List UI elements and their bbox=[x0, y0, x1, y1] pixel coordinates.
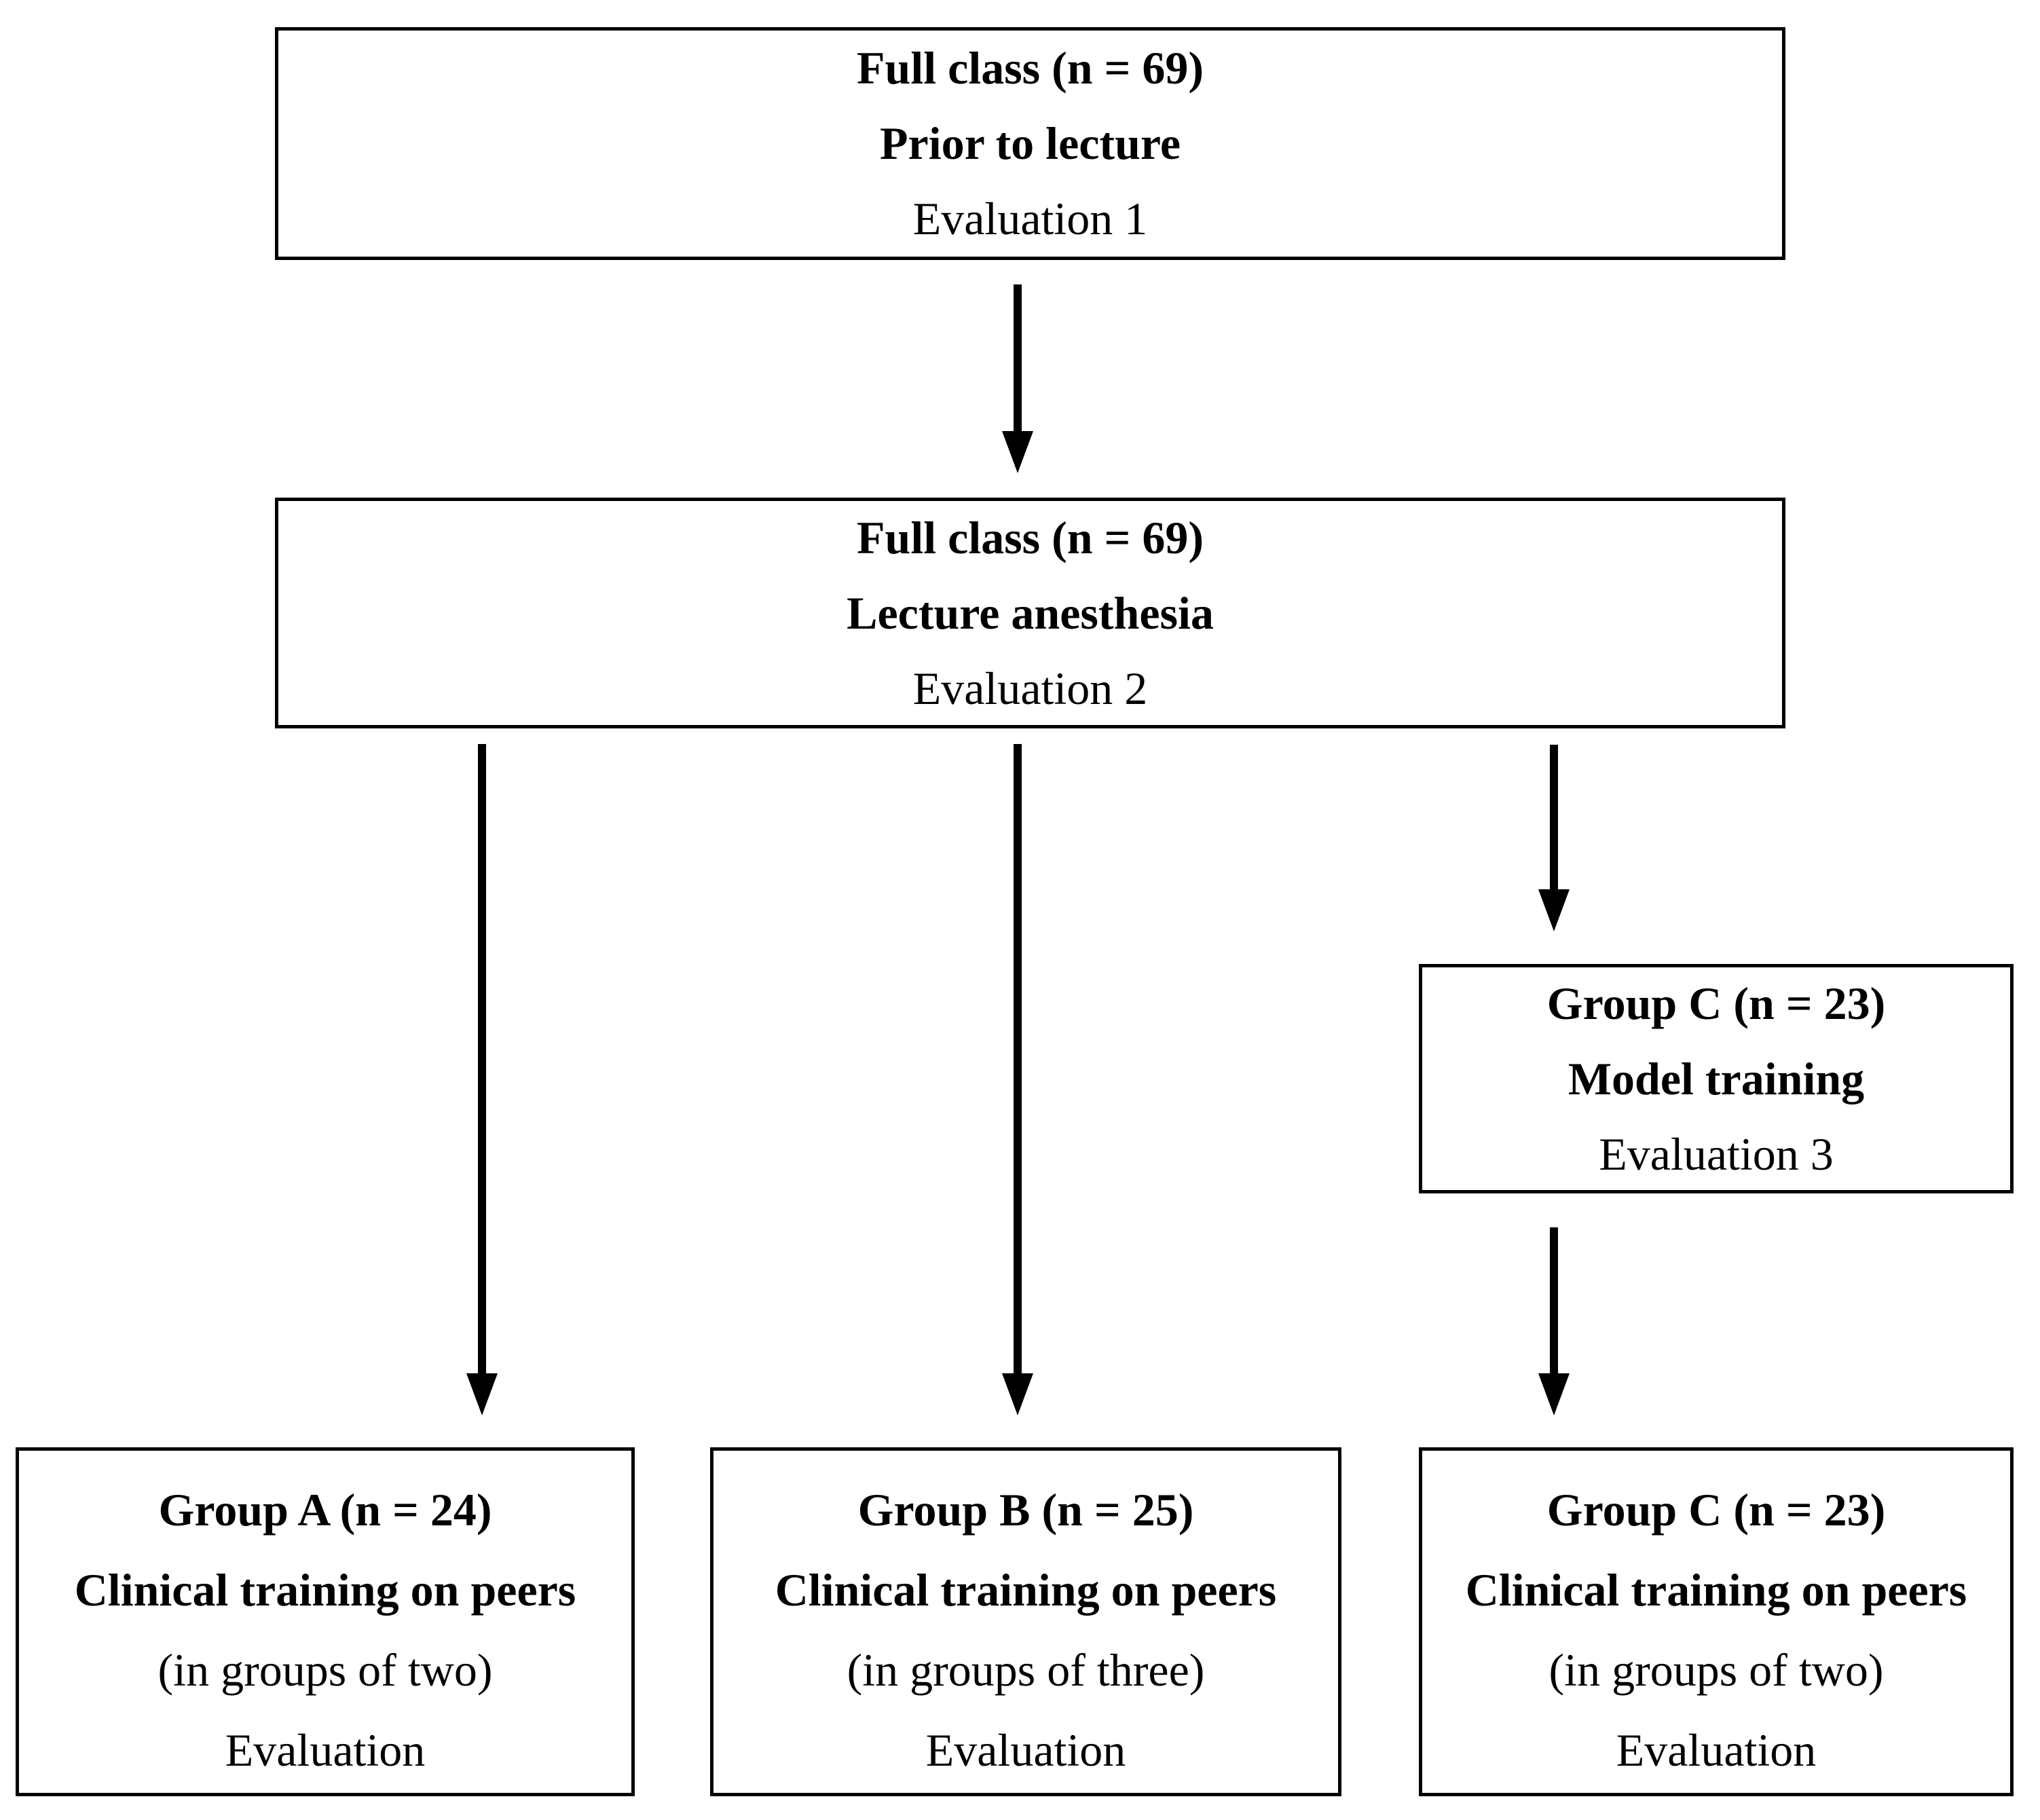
box-group-c-model-training: Group C (n = 23) Model training Evaluati… bbox=[1419, 964, 2014, 1193]
box-title: Group A (n = 24) bbox=[158, 1484, 492, 1536]
box-evaluation: Evaluation 2 bbox=[912, 662, 1148, 714]
box-title: Group C (n = 23) bbox=[1546, 977, 1886, 1029]
box-stage: Clinical training on peers bbox=[1465, 1564, 1967, 1616]
box-title: Group B (n = 25) bbox=[857, 1484, 1194, 1536]
box-group-a-clinical-training: Group A (n = 24) Clinical training on pe… bbox=[16, 1447, 635, 1796]
arrow-lecture-to-model bbox=[1538, 745, 1570, 931]
box-evaluation: Evaluation bbox=[1616, 1724, 1817, 1776]
box-full-class-lecture-anesthesia: Full class (n = 69) Lecture anesthesia E… bbox=[275, 498, 1785, 728]
box-group-c-clinical-training: Group C (n = 23) Clinical training on pe… bbox=[1419, 1447, 2014, 1796]
box-stage: Model training bbox=[1568, 1052, 1865, 1104]
box-full-class-prior-to-lecture: Full class (n = 69) Prior to lecture Eva… bbox=[275, 27, 1785, 260]
box-stage: Clinical training on peers bbox=[775, 1564, 1277, 1616]
box-evaluation: Evaluation bbox=[225, 1724, 426, 1776]
box-group-b-clinical-training: Group B (n = 25) Clinical training on pe… bbox=[710, 1447, 1341, 1796]
box-stage: Clinical training on peers bbox=[74, 1564, 576, 1616]
box-group-size: (in groups of two) bbox=[157, 1644, 493, 1696]
arrow-model-to-group-c bbox=[1538, 1227, 1570, 1415]
box-title: Full class (n = 69) bbox=[857, 42, 1204, 94]
box-title: Group C (n = 23) bbox=[1546, 1484, 1886, 1536]
box-evaluation: Evaluation 3 bbox=[1599, 1128, 1834, 1180]
arrow-lecture-to-group-b bbox=[1002, 744, 1033, 1415]
arrow-lecture-to-group-a bbox=[466, 744, 498, 1415]
box-evaluation: Evaluation 1 bbox=[912, 193, 1148, 244]
box-evaluation: Evaluation bbox=[925, 1724, 1126, 1776]
box-stage: Lecture anesthesia bbox=[847, 587, 1214, 639]
box-stage: Prior to lecture bbox=[879, 117, 1181, 169]
box-group-size: (in groups of three) bbox=[847, 1644, 1205, 1696]
box-title: Full class (n = 69) bbox=[857, 511, 1204, 563]
box-group-size: (in groups of two) bbox=[1548, 1644, 1884, 1696]
arrow-top-to-lecture bbox=[1002, 284, 1033, 473]
